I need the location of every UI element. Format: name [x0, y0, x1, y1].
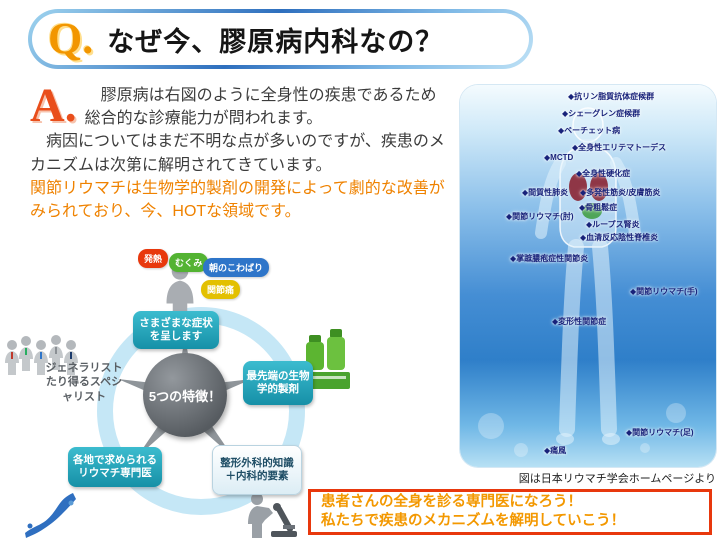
figure-source-caption: 図は日本リウマチ学会ホームページより: [518, 473, 716, 485]
disease-label: ◆ループス腎炎: [586, 220, 640, 229]
disease-label: ◆MCTD: [544, 153, 574, 162]
disease-label: ◆抗リン脂質抗体症候群: [568, 92, 655, 101]
disease-label: ◆関節リウマチ(肘): [506, 212, 574, 221]
disease-label: ◆痛風: [544, 446, 567, 455]
feature-generalist: ジェネラリストたり得るスペシャリスト: [45, 362, 123, 403]
disease-label: ◆間質性肺炎: [522, 188, 569, 197]
symptom-bubble-swelling: むくみ: [169, 253, 209, 272]
wheel-center: 5つの特徴！: [143, 353, 227, 437]
feature-orthopedic: 整形外科的知識＋内科的要素: [212, 445, 302, 495]
microscope-icon: [248, 493, 297, 538]
answer-paragraph-2: 病因についてはまだ不明な点が多いのですが、疾患のメカニズムは次第に解明されてきて…: [30, 133, 445, 174]
page-title: なぜ今、膠原病内科なの？: [107, 26, 444, 57]
disease-label: ◆骨粗鬆症: [579, 203, 618, 212]
disease-label: ◆全身性エリテマトーデス: [572, 143, 667, 152]
bubble-decor: [514, 443, 528, 457]
question-banner: Q. なぜ今、膠原病内科なの？: [28, 9, 533, 69]
body-diseases-panel: ◆抗リン脂質抗体症候群 ◆シェーグレン症候群 ◆ベーチェット病 ◆MCTD ◆全…: [460, 85, 716, 467]
q-mark-logo: Q.: [48, 14, 94, 63]
question-banner-inner: Q. なぜ今、膠原病内科なの？: [32, 13, 529, 65]
disease-label: ◆多発性筋炎/皮膚筋炎: [580, 188, 661, 197]
disease-label: ◆血清反応陰性脊椎炎: [580, 233, 659, 242]
answer-paragraph-1: 膠原病は右図のように全身性の疾患であるため総合的な診療能力が問われます。: [84, 87, 437, 128]
bubble-decor: [640, 443, 650, 453]
goal-callout: 患者さんの全身を診る専門医になろう！ 私たちで疾患のメカニズムを解明していこう！: [308, 489, 712, 535]
bubble-decor: [666, 403, 686, 423]
human-body-icon: [535, 107, 641, 445]
disease-label: ◆関節リウマチ(足): [626, 428, 694, 437]
disease-label: ◆ベーチェット病: [558, 126, 621, 135]
feature-specialists: 各地で求められるリウマチ専門医: [68, 447, 162, 487]
answer-paragraph-3: 関節リウマチは生物学的製剤の開発によって劇的な改善がみられており、今、HOTな領…: [30, 179, 445, 220]
doctors-group-icon: [5, 335, 78, 375]
feature-biologics: 最先端の生物学的製剤: [243, 361, 313, 405]
disease-label: ◆シェーグレン症候群: [562, 109, 641, 118]
disease-label: ◆変形性関節症: [552, 317, 607, 326]
disease-label: ◆全身性硬化症: [576, 169, 631, 178]
disease-label: ◆掌蹠膿疱症性関節炎: [510, 254, 589, 263]
feature-symptoms: さまざまな症状を呈します: [133, 311, 219, 349]
symptom-bubble-stiffness: 朝のこわばり: [203, 258, 270, 277]
bubble-decor: [478, 413, 504, 439]
a-mark-logo: A.: [30, 79, 77, 132]
goal-line-1: 患者さんの全身を診る専門医になろう！: [321, 494, 582, 511]
symptom-bubble-jointpain: 関節痛: [201, 280, 241, 299]
disease-label: ◆関節リウマチ(手): [630, 287, 698, 296]
answer-section: A. 膠原病は右図のように全身性の疾患であるため総合的な診療能力が問われます。 …: [30, 79, 448, 223]
features-diagram: 5つの特徴！ さまざまな症状を呈します 最先端の生物学的製剤 整形外科的知識＋内…: [0, 245, 365, 540]
japan-map-icon: [25, 493, 76, 538]
symptom-bubble-fever: 発熱: [138, 249, 169, 268]
goal-line-2: 私たちで疾患のメカニズムを解明していこう！: [321, 513, 626, 529]
